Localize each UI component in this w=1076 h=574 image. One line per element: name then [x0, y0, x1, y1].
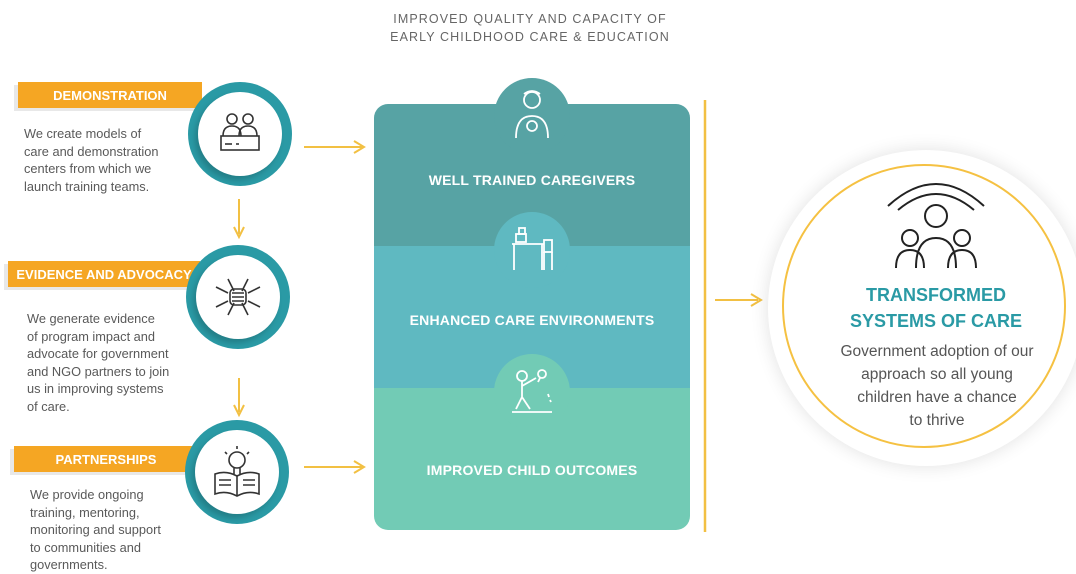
outcome-label-environments: ENHANCED CARE ENVIRONMENTS — [409, 312, 655, 328]
tag-demonstration: DEMONSTRATION — [18, 82, 202, 108]
result-ring — [782, 164, 1066, 448]
result-line: approach so all young — [861, 366, 1013, 383]
outcome-label-child-outcomes: IMPROVED CHILD OUTCOMES — [426, 462, 638, 478]
playing-child-icon — [512, 369, 552, 413]
desc-line: monitoring and support — [30, 522, 161, 537]
caregiver-icon — [515, 90, 549, 139]
caregiver-icon-badge — [494, 78, 570, 154]
playing-child-icon-badge — [494, 354, 570, 430]
presenters-icon — [220, 113, 260, 151]
desc-line: launch training teams. — [24, 178, 150, 194]
classroom-furniture-icon-badge — [494, 212, 570, 288]
desc-line: We create models of — [24, 126, 142, 141]
desc-line: governments. — [30, 557, 108, 572]
result-title-line: SYSTEMS OF CARE — [849, 311, 1023, 331]
lightbulb-book-icon — [214, 446, 260, 497]
outcome-label-caregivers: WELL TRAINED CAREGIVERS — [428, 172, 636, 188]
desc-line: of program impact and — [27, 328, 156, 344]
result-title: TRANSFORMED SYSTEMS OF CARE — [810, 282, 1062, 334]
header-line-1: IMPROVED QUALITY AND CAPACITY OF — [393, 12, 667, 26]
desc-partnerships: We provide ongoing training, mentoring, … — [30, 486, 200, 574]
demonstration-icon-ring — [188, 82, 292, 186]
joined-hands-icon — [215, 278, 261, 316]
result-line: Government adoption of our — [840, 343, 1034, 360]
desc-line: us in improving systems — [27, 381, 164, 396]
desc-line: We provide ongoing — [30, 487, 144, 502]
tag-partnerships: PARTNERSHIPS — [14, 446, 198, 472]
desc-line: care and demonstration — [24, 143, 159, 159]
result-title-line: TRANSFORMED — [866, 285, 1006, 305]
partnerships-icon-ring — [185, 420, 289, 524]
evidence-advocacy-icon-ring — [186, 245, 290, 349]
result-line: children have a chance — [857, 389, 1017, 406]
protected-family-icon — [887, 183, 985, 269]
result-line: to thrive — [909, 412, 965, 429]
desc-line: of care. — [27, 398, 70, 414]
diagram-header: IMPROVED QUALITY AND CAPACITY OF EARLY C… — [330, 10, 730, 46]
desc-evidence-advocacy: We generate evidence of program impact a… — [27, 310, 197, 415]
desc-line: training, mentoring, — [30, 504, 140, 520]
classroom-furniture-icon — [512, 227, 553, 270]
desc-line: We generate evidence — [27, 311, 155, 326]
result-description: Government adoption of our approach so a… — [812, 340, 1062, 432]
desc-demonstration: We create models of care and demonstrati… — [24, 125, 194, 195]
desc-line: and NGO partners to join — [27, 363, 170, 379]
desc-line: advocate for government — [27, 346, 169, 361]
desc-line: centers from which we — [24, 161, 152, 176]
tag-evidence-advocacy: EVIDENCE AND ADVOCACY — [8, 261, 200, 287]
desc-line: to communities and — [30, 539, 141, 555]
header-line-2: EARLY CHILDHOOD CARE & EDUCATION — [390, 30, 670, 44]
